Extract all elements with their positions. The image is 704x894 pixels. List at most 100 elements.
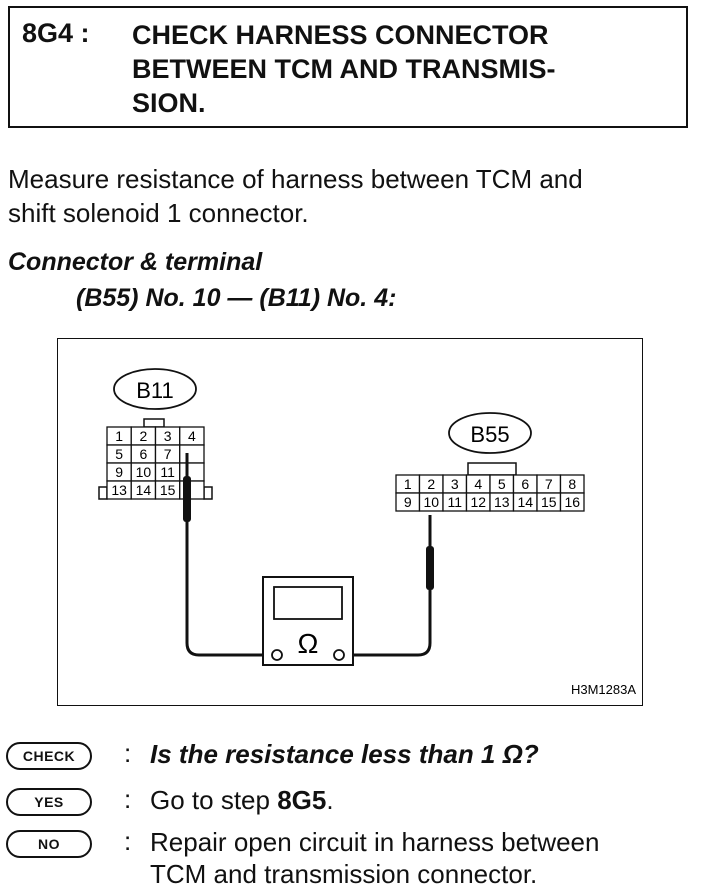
svg-text:11: 11 [447, 494, 462, 510]
b55-pin-15: 15 [536, 492, 562, 512]
b55-pin-12: 12 [465, 492, 491, 512]
b55-label: B55 [448, 412, 532, 454]
svg-text:2: 2 [139, 428, 147, 444]
b55-pin-10: 10 [418, 492, 444, 512]
svg-text:9: 9 [404, 494, 412, 510]
b11-pin-11: 11 [154, 462, 181, 482]
svg-text:13: 13 [111, 482, 127, 498]
svg-text:11: 11 [160, 464, 175, 480]
b55-pin-16: 16 [559, 492, 585, 512]
svg-text:12: 12 [470, 494, 486, 510]
test-lead-b55 [342, 515, 432, 657]
answer-check: CHECK : Is the resistance less than 1 Ω? [6, 738, 696, 776]
connector-heading: Connector & terminal [8, 248, 263, 276]
svg-text:B11: B11 [136, 378, 174, 403]
b11-pin-6: 6 [130, 444, 157, 464]
svg-text:10: 10 [136, 464, 152, 480]
svg-text:15: 15 [541, 494, 557, 510]
svg-text:14: 14 [517, 494, 533, 510]
svg-text:1: 1 [404, 476, 412, 492]
svg-text:7: 7 [164, 446, 172, 462]
step-title-line: CHECK HARNESS CONNECTOR [132, 20, 549, 50]
svg-text:7: 7 [545, 476, 553, 492]
b11-label: B11 [113, 368, 197, 410]
svg-text:9: 9 [115, 464, 123, 480]
b55-pin-11: 11 [442, 492, 468, 512]
svg-text:15: 15 [160, 482, 176, 498]
figure-reference: H3M1283A [571, 682, 636, 697]
b55-pin-7: 7 [536, 474, 562, 494]
b55-pin-1: 1 [395, 474, 421, 494]
svg-text:8: 8 [568, 476, 576, 492]
svg-text:5: 5 [498, 476, 506, 492]
svg-text:4: 4 [188, 428, 196, 444]
svg-text:6: 6 [521, 476, 529, 492]
b55-pin-13: 13 [489, 492, 515, 512]
b55-pin-4: 4 [465, 474, 491, 494]
answer-yes: YES : Go to step 8G5. [6, 784, 696, 822]
b11-pin-4: 4 [179, 426, 205, 446]
svg-text:1: 1 [115, 428, 123, 444]
no-action-line: TCM and transmission connector. [150, 859, 538, 889]
step-title-line: SION. [132, 88, 206, 118]
answer-no: NO : Repair open circuit in harness betw… [6, 826, 696, 894]
svg-text:B55: B55 [470, 422, 509, 447]
yes-period: . [326, 785, 334, 815]
answer-colon: : [124, 826, 132, 856]
instruction-line: Measure resistance of harness between TC… [8, 164, 583, 194]
answer-colon: : [124, 738, 132, 768]
probe-b11 [183, 476, 191, 522]
ohmmeter: Ω [262, 576, 354, 666]
svg-text:10: 10 [423, 494, 439, 510]
yes-action: Go to step 8G5. [150, 784, 334, 816]
b11-pin-10: 10 [130, 462, 157, 482]
svg-text:14: 14 [136, 482, 152, 498]
b11-pin-15: 15 [154, 480, 181, 500]
yes-badge: YES [6, 788, 92, 816]
svg-text:3: 3 [451, 476, 459, 492]
no-badge: NO [6, 830, 92, 858]
check-badge: CHECK [6, 742, 92, 770]
b11-pin-9: 9 [106, 462, 132, 482]
b11-pin-13: 13 [106, 480, 132, 500]
connector-spec: (B55) No. 10 — (B11) No. 4: [76, 284, 397, 312]
svg-text:16: 16 [564, 494, 580, 510]
b11-pin-5: 5 [106, 444, 132, 464]
svg-text:4: 4 [474, 476, 482, 492]
b55-pin-9: 9 [395, 492, 421, 512]
answer-colon: : [124, 784, 132, 814]
b11-pin-7: 7 [154, 444, 181, 464]
step-title-line: BETWEEN TCM AND TRANSMIS- [132, 54, 556, 84]
svg-text:5: 5 [115, 446, 123, 462]
svg-text:6: 6 [139, 446, 147, 462]
yes-text: Go to step [150, 785, 278, 815]
test-lead-b11 [185, 453, 272, 657]
b55-pin-2: 2 [418, 474, 444, 494]
yes-step: 8G5 [277, 785, 327, 815]
b55-pin-5: 5 [489, 474, 515, 494]
b11-pin-2: 2 [130, 426, 157, 446]
step-title: CHECK HARNESS CONNECTOR BETWEEN TCM AND … [132, 18, 680, 120]
no-action: Repair open circuit in harness between T… [150, 826, 599, 890]
b55-pin-8: 8 [559, 474, 585, 494]
b11-pin-3: 3 [154, 426, 181, 446]
b11-pin-8 [179, 444, 205, 464]
step-code: 8G4 : [22, 18, 90, 48]
step-header: 8G4 : CHECK HARNESS CONNECTOR BETWEEN TC… [8, 6, 688, 128]
instruction-line: shift solenoid 1 connector. [8, 198, 309, 228]
check-question: Is the resistance less than 1 Ω? [150, 739, 539, 769]
probe-b55 [426, 546, 434, 590]
ohm-symbol: Ω [298, 628, 319, 659]
b11-pin-14: 14 [130, 480, 157, 500]
svg-text:2: 2 [427, 476, 435, 492]
no-action-line: Repair open circuit in harness between [150, 827, 600, 857]
b11-pin-1: 1 [106, 426, 132, 446]
b55-pin-3: 3 [442, 474, 468, 494]
b55-pin-14: 14 [512, 492, 538, 512]
svg-text:3: 3 [164, 428, 172, 444]
b55-pin-6: 6 [512, 474, 538, 494]
